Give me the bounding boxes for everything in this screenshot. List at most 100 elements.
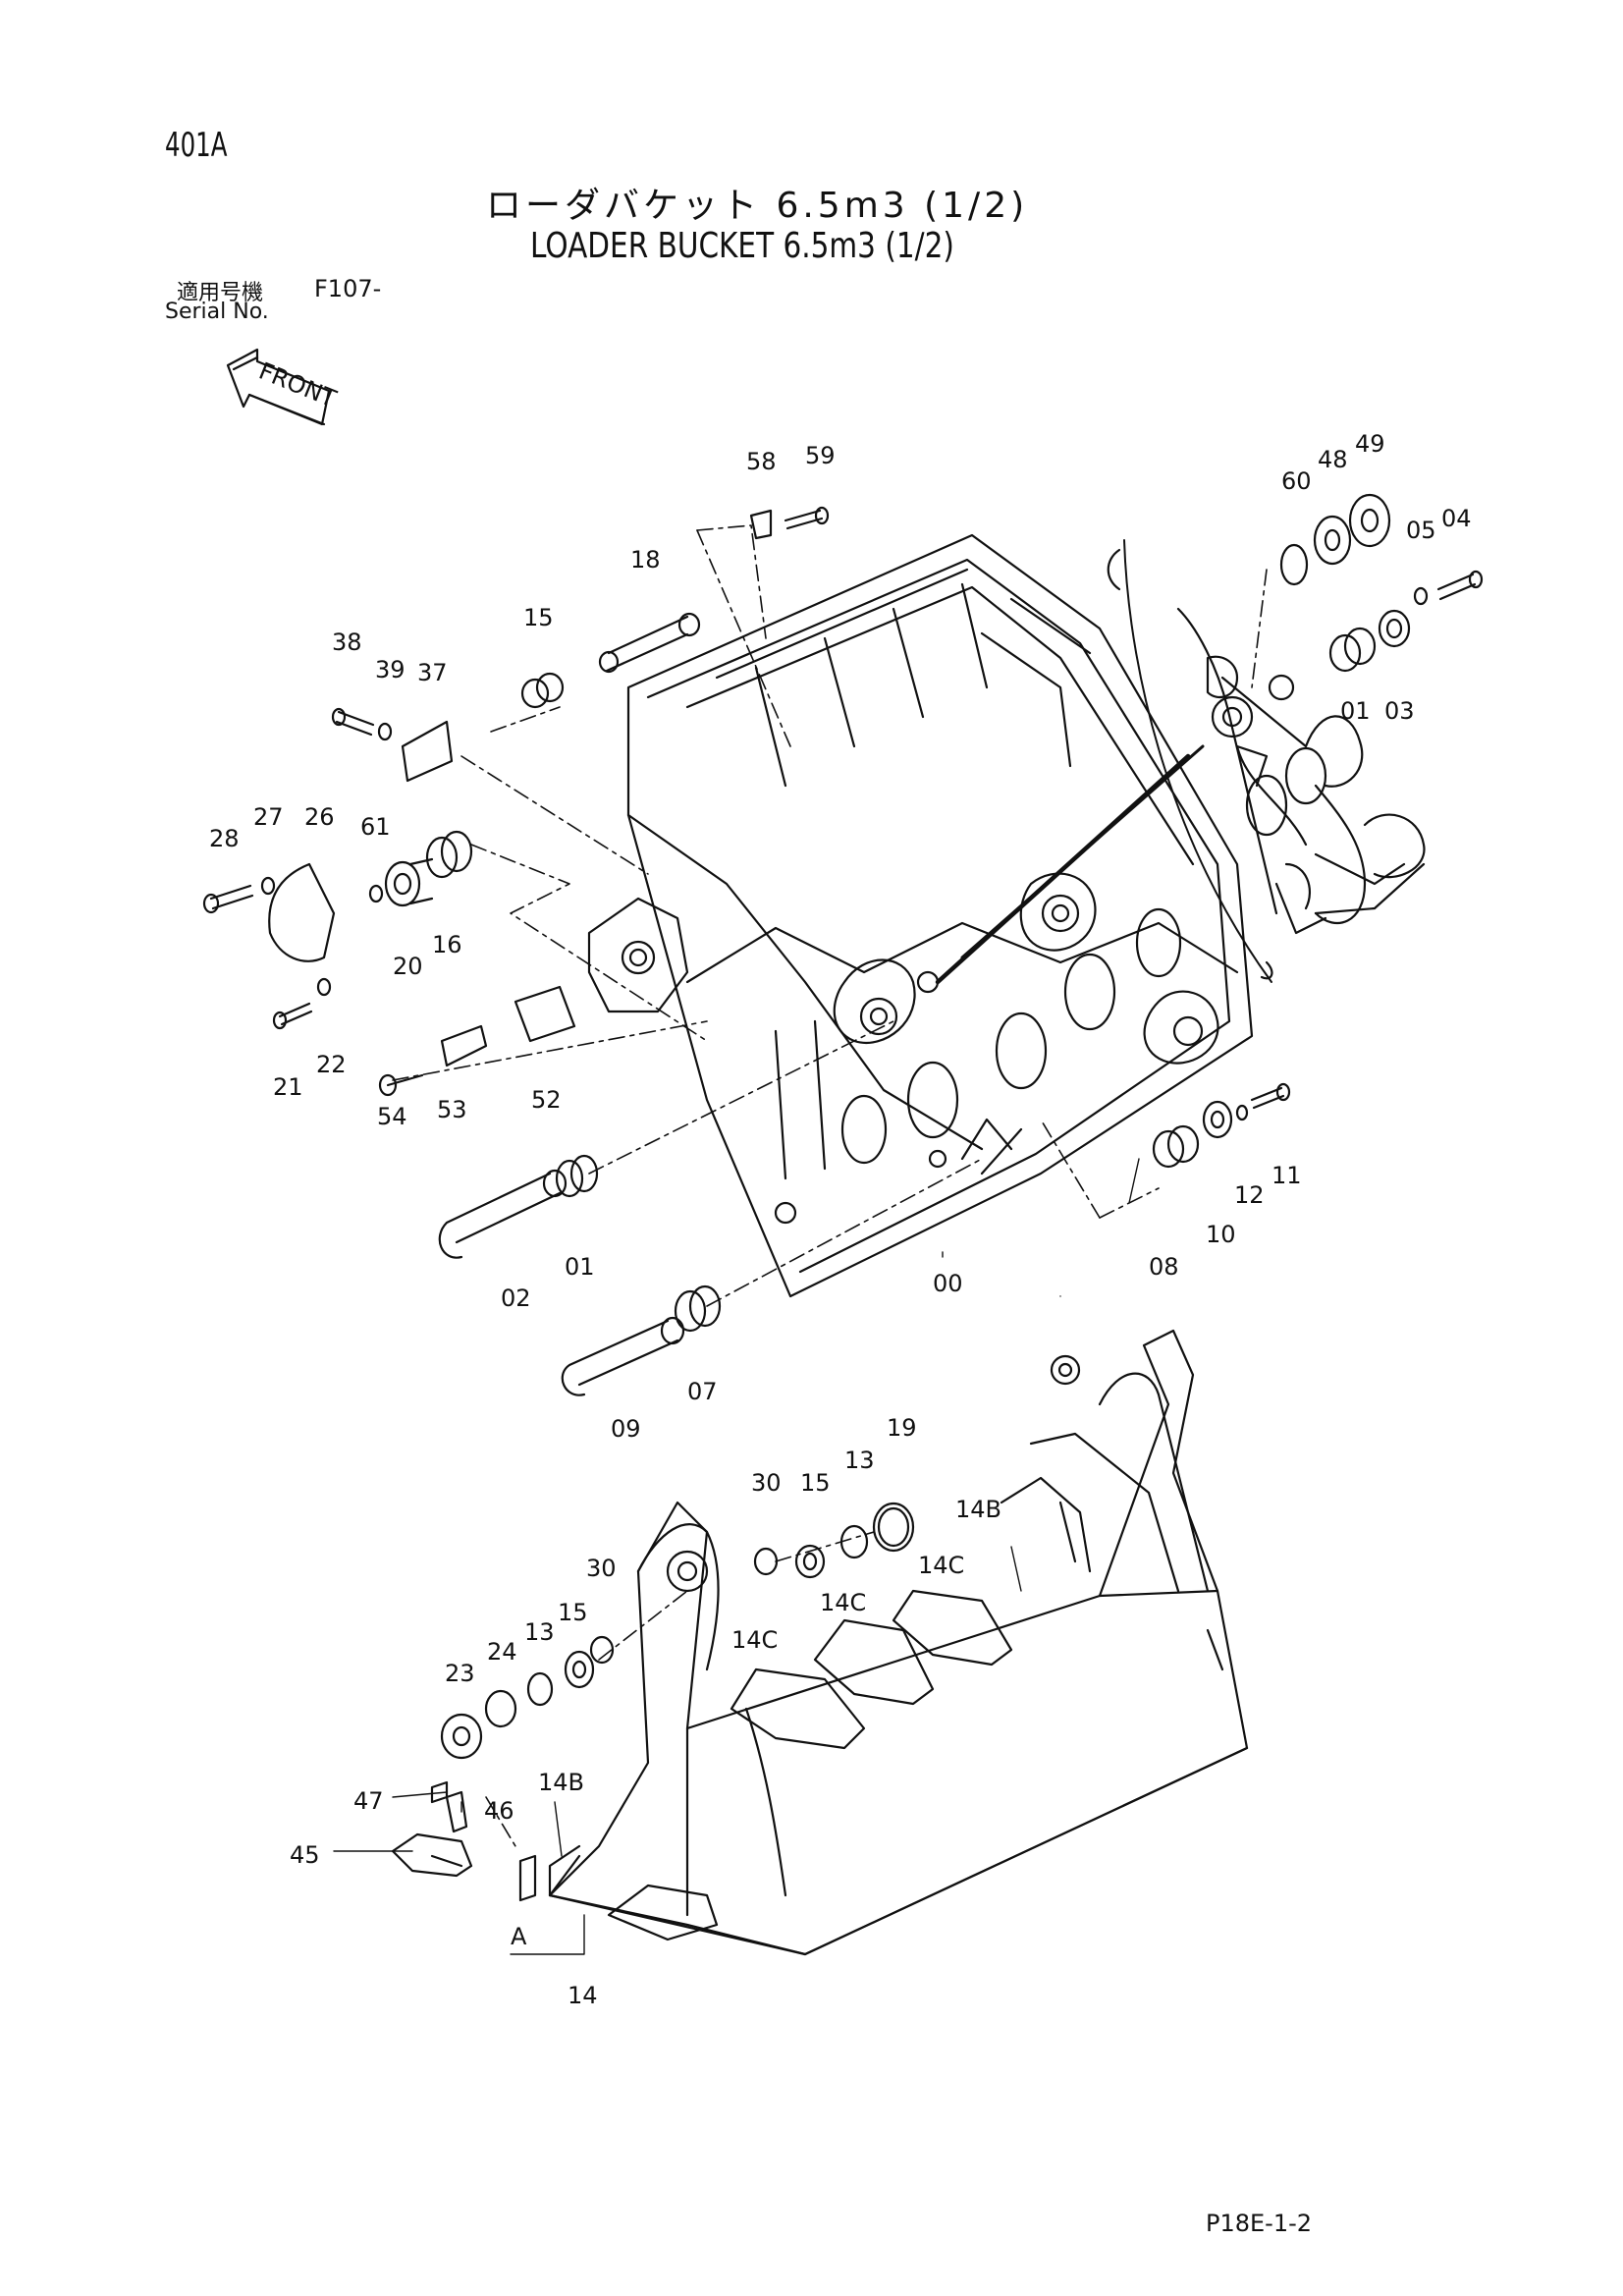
part-label: 49 (1355, 430, 1385, 458)
part-label: 48 (1318, 446, 1348, 473)
bolt-54 (378, 1073, 424, 1097)
serial-value: F107- (314, 275, 382, 302)
page-number: 401A (165, 126, 228, 165)
part-label: 01 (565, 1253, 595, 1281)
part-label: 15 (558, 1599, 588, 1626)
part-label: 10 (1206, 1221, 1236, 1248)
bolt-04 (1436, 570, 1484, 601)
part-label: 27 (253, 803, 284, 831)
bushing-15-lower-a (794, 1544, 826, 1579)
serial-label-english: Serial No. (165, 300, 269, 324)
washer-24 (484, 1689, 517, 1728)
title-japanese: ローダバケット 6.5m3 (1/2) (486, 186, 1029, 226)
front-arrow-label: FRONT (255, 357, 341, 413)
washer-49 (1348, 493, 1391, 548)
part-label: 00 (933, 1270, 963, 1297)
bushing-15-lower-b (564, 1650, 595, 1689)
part-label: 54 (377, 1103, 407, 1130)
bushing-30-a (753, 1547, 779, 1576)
part-label: 45 (290, 1841, 320, 1869)
bushing-30-b (589, 1635, 615, 1665)
bushing-16 (425, 830, 473, 879)
part-label: 21 (273, 1073, 303, 1101)
bushing-01-left (555, 1154, 599, 1198)
part-label: 60 (1281, 467, 1312, 495)
bushing-03 (1378, 609, 1411, 648)
washer-27 (260, 876, 276, 896)
bolt-21 (272, 1002, 313, 1030)
pin-58 (749, 509, 773, 540)
part-label: 18 (630, 546, 661, 574)
snap-ring-19 (872, 1502, 915, 1553)
part-label: 30 (751, 1469, 782, 1497)
part-label: A (511, 1923, 527, 1950)
bracket-53 (440, 1024, 488, 1067)
bushing-01-right (1328, 627, 1377, 673)
part-label: 24 (487, 1638, 517, 1666)
part-label: 20 (393, 953, 423, 980)
part-label: 14C (731, 1626, 778, 1654)
part-label: 28 (209, 825, 240, 852)
bushing-15-upper (520, 672, 565, 709)
tooth-45 (391, 1832, 473, 1878)
part-label: 46 (484, 1797, 514, 1825)
retainer-61 (368, 884, 384, 903)
part-label: 15 (523, 604, 554, 631)
part-label: 02 (501, 1285, 531, 1312)
part-label: 47 (353, 1787, 384, 1815)
cover-26 (268, 862, 336, 962)
part-label: 01 (1340, 697, 1371, 725)
front-arrow-icon (226, 348, 331, 426)
part-label: 39 (375, 656, 406, 683)
part-label: 30 (586, 1555, 617, 1582)
washer-13-lower (526, 1671, 554, 1707)
part-label: 12 (1234, 1181, 1265, 1209)
bushing-10 (1202, 1100, 1233, 1139)
part-label: 08 (1149, 1253, 1179, 1281)
retainer-46 (445, 1790, 468, 1833)
drawing-reference-code: P18E-1-2 (1206, 2210, 1313, 2237)
bolt-59 (784, 506, 830, 530)
part-label: 14 (568, 1982, 598, 2009)
part-label: 26 (304, 803, 335, 831)
part-label: 15 (800, 1469, 831, 1497)
washer-12 (1235, 1104, 1249, 1121)
side-plate-detail (1107, 548, 1426, 980)
part-label: 52 (531, 1086, 562, 1114)
part-label: 22 (316, 1051, 347, 1078)
upper-frame-assembly (587, 533, 1254, 1298)
pin-18 (598, 612, 701, 674)
washer-60 (1279, 543, 1309, 586)
part-label: 38 (332, 629, 362, 656)
washer-05 (1413, 586, 1429, 606)
title-english: LOADER BUCKET 6.5m3 (1/2) (530, 226, 954, 266)
pin-02 (438, 1169, 568, 1259)
part-label: 14B (955, 1496, 1001, 1523)
part-label: 07 (687, 1378, 718, 1405)
bushing-08 (1152, 1124, 1200, 1169)
washer-23 (440, 1713, 483, 1760)
part-label: 14C (918, 1552, 964, 1579)
part-label: 04 (1441, 505, 1472, 532)
plate-52 (514, 985, 576, 1043)
washer-22 (316, 977, 332, 997)
bushing-20 (384, 857, 434, 907)
plate-37 (401, 720, 454, 783)
adapter-14B (518, 1854, 537, 1902)
part-label: 53 (437, 1096, 467, 1123)
part-labels: 58 59 18 15 38 39 37 60 48 49 05 04 01 0… (209, 357, 1472, 2009)
part-label: 03 (1384, 697, 1415, 725)
part-label: 58 (746, 448, 777, 475)
part-label: 05 (1406, 517, 1436, 544)
part-label: 37 (417, 659, 448, 686)
part-label: 61 (360, 813, 391, 841)
bushing-07 (674, 1285, 722, 1333)
part-label: 16 (432, 931, 462, 958)
pin-09 (561, 1316, 685, 1396)
part-label: 13 (524, 1618, 555, 1646)
washer-39 (377, 722, 393, 741)
part-label: 13 (844, 1447, 875, 1474)
part-label: 59 (805, 442, 836, 469)
part-label: 23 (445, 1660, 475, 1687)
